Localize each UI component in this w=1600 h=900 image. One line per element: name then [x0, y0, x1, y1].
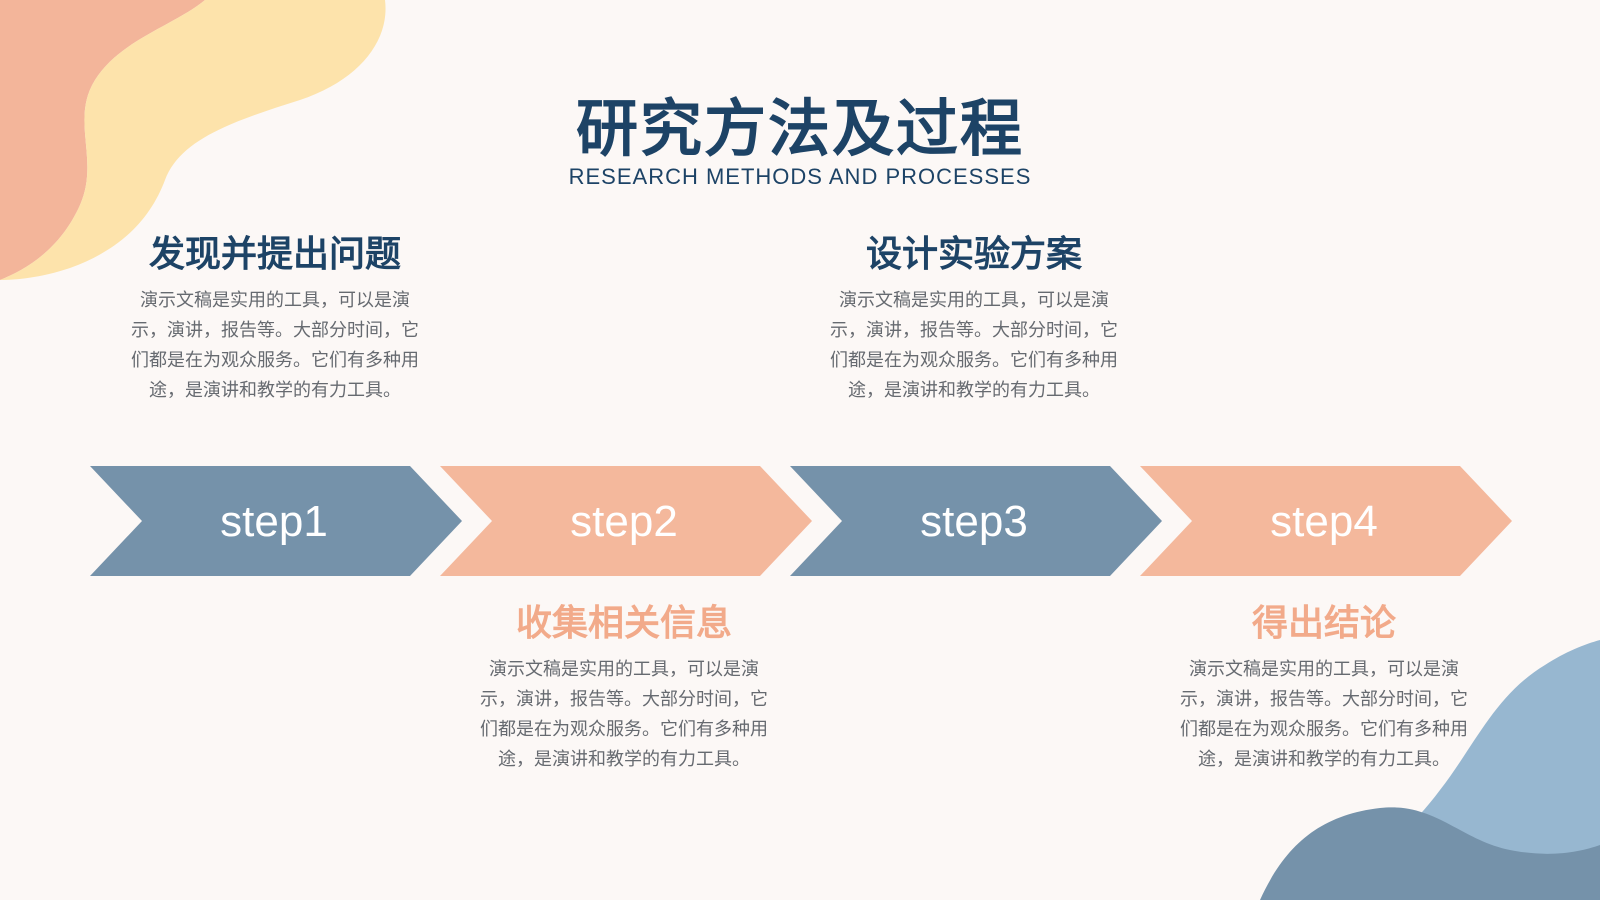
step-4-arrow: step4	[1140, 466, 1512, 576]
step-1-heading: 发现并提出问题	[148, 234, 401, 275]
decorative-blob-bottom-right	[1260, 640, 1600, 900]
step-4-label: step4	[1270, 497, 1378, 546]
step-1-description: 演示文稿是实用的工具，可以是演示，演讲，报告等。大部分时间，它们都是在为观众服务…	[131, 290, 419, 401]
step-2-text: 收集相关信息 演示文稿是实用的工具，可以是演示，演讲，报告等。大部分时间，它们都…	[459, 601, 789, 775]
step-3-label: step3	[920, 497, 1028, 546]
step-3-text: 设计实验方案 演示文稿是实用的工具，可以是演示，演讲，报告等。大部分时间，它们都…	[809, 232, 1139, 406]
step-1-label: step1	[220, 497, 328, 546]
step-4-text: 得出结论 演示文稿是实用的工具，可以是演示，演讲，报告等。大部分时间，它们都是在…	[1159, 601, 1489, 775]
step-2-arrow: step2	[440, 466, 812, 576]
step-4-description: 演示文稿是实用的工具，可以是演示，演讲，报告等。大部分时间，它们都是在为观众服务…	[1180, 659, 1468, 770]
page-subtitle: RESEARCH METHODS AND PROCESSES	[568, 164, 1032, 189]
process-arrows: step1 step2 step3 step4	[90, 466, 1512, 576]
step-1-arrow: step1	[90, 466, 462, 576]
step-3-heading: 设计实验方案	[865, 234, 1082, 275]
decorative-blob-top-left	[0, 0, 386, 280]
step-3-description: 演示文稿是实用的工具，可以是演示，演讲，报告等。大部分时间，它们都是在为观众服务…	[830, 290, 1118, 401]
step-4-heading: 得出结论	[1251, 603, 1396, 644]
step-3-arrow: step3	[790, 466, 1162, 576]
step-1-text: 发现并提出问题 演示文稿是实用的工具，可以是演示，演讲，报告等。大部分时间，它们…	[110, 232, 440, 406]
page-title: 研究方法及过程	[575, 92, 1024, 165]
step-2-heading: 收集相关信息	[515, 603, 732, 644]
step-2-description: 演示文稿是实用的工具，可以是演示，演讲，报告等。大部分时间，它们都是在为观众服务…	[480, 659, 768, 770]
step-2-label: step2	[570, 497, 678, 546]
